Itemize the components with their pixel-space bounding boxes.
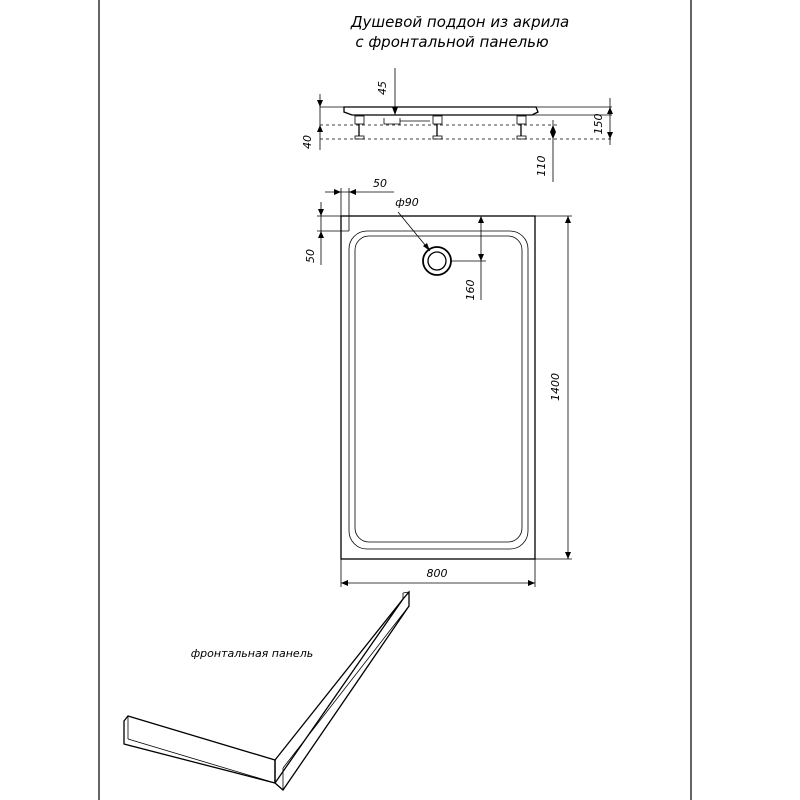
dim-40-text: 40 <box>301 135 314 149</box>
drawing-title: Душевой поддон из акрила с фронтальной п… <box>350 13 569 51</box>
side-tray-rim <box>343 106 539 116</box>
top-tray-basin-outer <box>348 230 529 550</box>
front-panel-short <box>123 715 276 784</box>
dim-45-text: 45 <box>376 81 389 95</box>
front-panel-label: фронтальная панель <box>191 647 313 660</box>
title-line-2: с фронтальной панелью <box>355 33 548 51</box>
side-leg-middle <box>432 115 443 140</box>
top-tray-outer <box>340 215 536 560</box>
side-leg-right <box>516 115 527 140</box>
dim-800-text: 800 <box>427 567 448 580</box>
drain-inner-circle <box>427 251 447 271</box>
side-view: 45 40 150 110 <box>301 68 613 182</box>
top-view: 50 50 ф90 160 1400 800 <box>304 177 572 587</box>
dim-110-text: 110 <box>535 156 548 177</box>
dim-drain-leader <box>397 211 431 252</box>
dim-50-h-text: 50 <box>373 177 387 190</box>
front-panel: фронтальная панель <box>123 590 410 791</box>
dim-1400-text: 1400 <box>549 373 562 401</box>
side-drain-siphon <box>383 118 401 125</box>
dim-160-text: 160 <box>464 280 477 301</box>
title-line-1: Душевой поддон из акрила <box>350 13 569 31</box>
top-tray-basin-inner <box>354 235 523 543</box>
front-panel-long <box>274 590 410 791</box>
dim-150-text: 150 <box>592 114 605 135</box>
drain-outer-circle <box>422 246 452 276</box>
dim-drain-text: ф90 <box>395 196 418 209</box>
dim-50-v-text: 50 <box>304 249 317 263</box>
side-leg-left <box>354 115 365 140</box>
